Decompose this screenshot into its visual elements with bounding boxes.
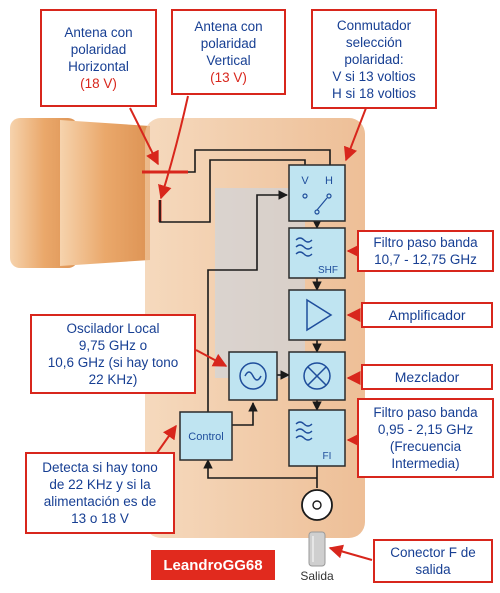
callout-antena-vertical: Antena con polaridad Vertical (13 V) [171, 9, 286, 95]
fi-filter-block: FI [288, 409, 346, 467]
line-control-osc [230, 402, 258, 426]
oscilador-line-3: 10,6 GHz (si hay tono [47, 355, 179, 370]
filtro-shf-line-2: 10,7 - 12,75 GHz [374, 252, 477, 267]
callout-detecta: Detecta si hay tono de 22 KHz y si la al… [25, 452, 175, 534]
output-label: Salida [300, 569, 334, 583]
callout-conector: Conector F de salida [373, 539, 493, 583]
circle-x-mixer-icon [303, 362, 331, 390]
detecta-line-1: Detecta si hay tono [42, 460, 158, 475]
line-h-antenna [188, 149, 331, 173]
amplifier-block [288, 289, 346, 341]
detecta-line-3: alimentación es de [43, 494, 157, 509]
callout-antena-horizontal: Antena con polaridad Horizontal (18 V) [40, 9, 157, 107]
pointer-conector [328, 544, 373, 561]
filtro-fi-line-2: 0,95 - 2,15 GHz [377, 422, 474, 437]
pointer-antena-h [129, 107, 159, 166]
switch-h-label: H [325, 175, 333, 187]
callout-amplificador: Amplificador [361, 302, 493, 328]
shf-filter-block: SHF [288, 227, 346, 279]
callout-conmutador: Conmutador selección polaridad: V si 13 … [311, 9, 437, 109]
conmutador-line-1: Conmutador [336, 17, 412, 33]
line-v-antenna [159, 159, 306, 223]
f-connector-body [308, 531, 326, 567]
conector-line-1: Conector F de [390, 545, 476, 560]
antena-v-line-2: polaridad [200, 36, 257, 51]
filtro-fi-line-4: Intermedia) [391, 456, 460, 471]
conmutador-line-3: polaridad: [344, 51, 404, 67]
horn-neck [60, 120, 150, 266]
fi-label: FI [323, 451, 332, 462]
antena-v-line-1: Antena con [194, 19, 263, 34]
detecta-line-2: de 22 KHz y si la [49, 477, 151, 492]
conmutador-line-2: selección [345, 34, 403, 50]
sine-oscillator-icon [239, 362, 267, 390]
coaxial-connector-icon [301, 489, 333, 567]
pointer-arrows [129, 95, 373, 561]
filtro-fi-line-1: Filtro paso banda [373, 405, 478, 420]
mezclador-label: Mezclador [394, 368, 460, 385]
triangle-amplifier-icon [306, 298, 333, 332]
pointer-antena-v [158, 95, 189, 200]
mixer-block [288, 351, 346, 401]
control-block: Control [179, 411, 233, 461]
callout-filtro-fi: Filtro paso banda 0,95 - 2,15 GHz (Frecu… [357, 398, 494, 478]
oscillator-block [228, 351, 278, 401]
line-control-switch [207, 190, 288, 412]
filtro-fi-line-3: (Frecuencia [389, 439, 462, 454]
pointer-oscilador [195, 349, 228, 367]
signal-lines [159, 149, 331, 488]
shf-label: SHF [318, 265, 338, 276]
conmutador-line-4: V si 13 voltios [332, 68, 416, 84]
oscilador-line-4: 22 KHz) [88, 372, 138, 387]
pointer-conmutador [343, 107, 367, 162]
oscilador-line-2: 9,75 GHz o [78, 338, 148, 353]
antena-h-line-3: Horizontal [68, 59, 129, 74]
callout-mezclador: Mezclador [361, 364, 493, 390]
antena-v-line-3: Vertical [206, 53, 251, 68]
detecta-line-4: 13 o 18 V [71, 511, 129, 526]
conmutador-line-5: H si 18 voltios [331, 85, 417, 101]
switch-v-label: V [301, 175, 309, 187]
bandpass-filter-icon [295, 237, 313, 257]
watermark-badge: LeandroGG68 [151, 550, 275, 580]
filtro-shf-line-1: Filtro paso banda [373, 235, 478, 250]
bandpass-filter-icon [295, 421, 313, 441]
antena-h-line-1: Antena con [64, 25, 133, 40]
antena-v-voltage: (13 V) [210, 70, 247, 85]
polarity-switch-icon [302, 193, 332, 215]
polarity-switch-block: V H [288, 164, 346, 222]
antena-h-voltage: (18 V) [80, 76, 117, 91]
callout-oscilador: Oscilador Local 9,75 GHz o 10,6 GHz (si … [30, 314, 196, 394]
oscilador-line-1: Oscilador Local [66, 321, 160, 336]
conector-line-2: salida [415, 562, 451, 577]
amplificador-label: Amplificador [388, 306, 466, 323]
antena-h-line-2: polaridad [70, 42, 127, 57]
line-connector-control [203, 459, 317, 479]
callout-filtro-shf: Filtro paso banda 10,7 - 12,75 GHz [357, 230, 494, 272]
control-label: Control [188, 431, 223, 443]
